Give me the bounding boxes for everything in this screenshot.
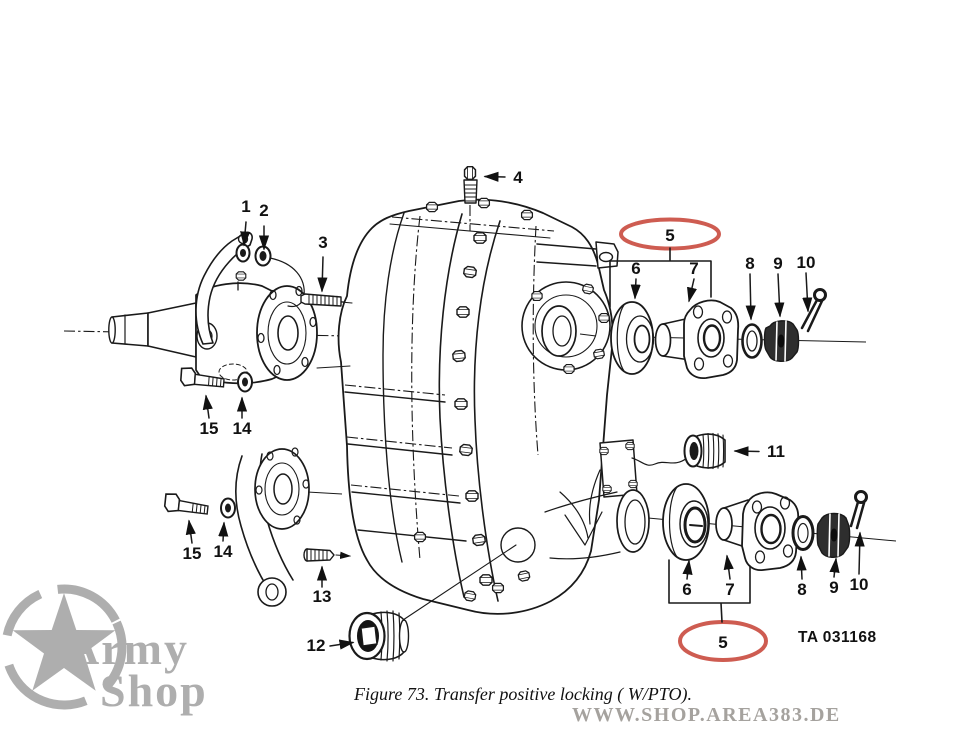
callout-3: 3 <box>318 233 327 252</box>
figure-caption: Figure 73. Transfer positive locking ( W… <box>353 684 692 705</box>
top-bolt-4 <box>463 165 478 231</box>
callout-2: 2 <box>259 201 268 220</box>
transfer-case-housing <box>337 197 650 615</box>
stud-3 <box>300 293 353 307</box>
cotter-pin-10-upper <box>800 288 827 333</box>
star-ring <box>1 584 127 710</box>
callout-11: 11 <box>767 442 785 461</box>
callouts: 1 2 3 4 5 6 7 8 9 10 11 12 13 15 14 15 1… <box>183 168 869 662</box>
callout-10-top: 10 <box>797 253 816 272</box>
watermark-shop: Shop <box>100 665 208 716</box>
callout-15-lower: 15 <box>183 544 202 563</box>
callout-9-top: 9 <box>773 254 782 273</box>
retainer-7-lower <box>715 491 800 571</box>
nut-9-upper <box>763 320 800 362</box>
lower-output-parts <box>662 483 868 571</box>
bolt-15-lower <box>163 492 210 517</box>
set-screw-13 <box>303 548 352 562</box>
callout-14-upper: 14 <box>233 419 252 438</box>
callout-8-top: 8 <box>745 254 754 273</box>
callout-12: 12 <box>307 636 326 655</box>
callout-15-upper: 15 <box>200 419 219 438</box>
ring-8-upper <box>741 323 763 359</box>
retainer-7-upper <box>654 299 740 380</box>
army-shop-watermark: Army Shop <box>1 584 208 716</box>
callout-13: 13 <box>313 587 332 606</box>
callout-6-bottom: 6 <box>682 580 691 599</box>
highlight-oval-bottom <box>678 620 768 662</box>
callout-7-bottom: 7 <box>725 580 734 599</box>
plug-11 <box>631 432 726 470</box>
ring-8-lower <box>791 515 815 551</box>
callout-9-bottom: 9 <box>829 578 838 597</box>
callout-10-bottom: 10 <box>850 575 869 594</box>
grommet-2 <box>254 245 272 267</box>
ta-number: TA 031168 <box>798 629 877 646</box>
callout-4: 4 <box>513 168 523 187</box>
callout-8-bottom: 8 <box>797 580 806 599</box>
seal-6-lower <box>662 483 710 561</box>
callout-7-top: 7 <box>689 259 698 278</box>
washer-14-upper <box>237 371 253 393</box>
callout-5-bottom: 5 <box>718 633 727 652</box>
flange-bolt-holes <box>257 285 317 376</box>
grommet-1 <box>235 243 251 263</box>
callout-14-lower: 14 <box>214 542 233 561</box>
pto-assembly <box>108 231 353 607</box>
army-star-icon <box>12 593 116 691</box>
lower-flange-holes <box>255 447 310 525</box>
nut-9-lower <box>816 512 851 558</box>
upper-output-parts <box>610 288 827 380</box>
callout-6-top: 6 <box>631 259 640 278</box>
callout-5-top: 5 <box>665 226 674 245</box>
seal-6-upper <box>610 301 655 375</box>
cotter-pin-10-lower <box>849 490 868 530</box>
watermark-url: WWW.SHOP.AREA383.DE <box>572 704 841 726</box>
callout-1: 1 <box>241 197 250 216</box>
plug-12 <box>348 544 517 662</box>
watermark-army: Army <box>66 623 189 674</box>
washer-14-lower <box>220 497 236 519</box>
